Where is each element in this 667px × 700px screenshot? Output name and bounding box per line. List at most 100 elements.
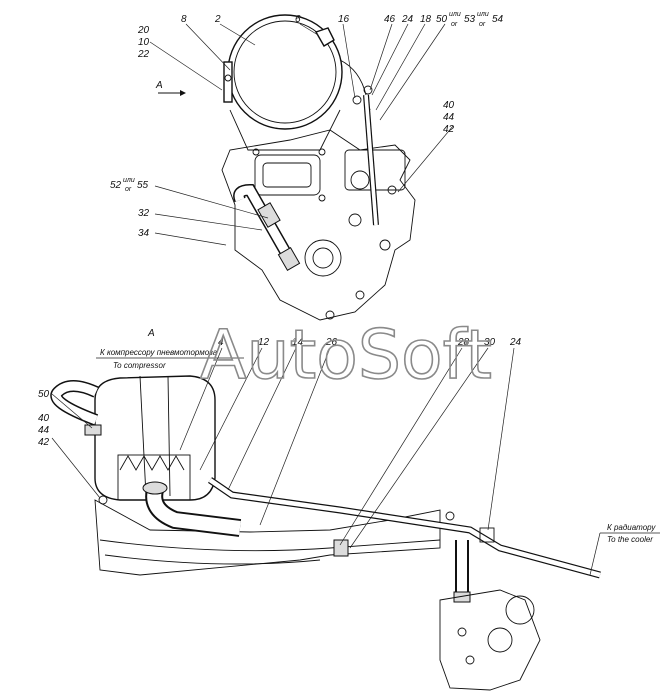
callout-6: 6 [295,14,301,25]
tank-strap [139,375,171,497]
leader-line [154,185,269,219]
callout-42: 42 [38,437,50,448]
leader-line [487,347,515,531]
pump-bolt [457,627,467,637]
callout-22: 22 [137,49,150,60]
hose-clamp [257,202,281,228]
tube-fitting [479,527,495,543]
callout-24: 24 [509,337,522,348]
callout-30: 30 [484,337,496,348]
watermark: AutoSoft [200,316,492,395]
leader-line [349,347,489,549]
flange-bolt [318,194,326,202]
water-pump-housing [439,589,541,691]
filter-cap [314,27,335,47]
callout-44: 44 [443,112,455,123]
leader-line [371,23,409,96]
callout-20: 20 [137,25,150,36]
callout-52: 52 [110,180,122,191]
leader-line [397,125,454,193]
radiator-note-en: To the cooler [607,535,653,544]
leader-line [379,23,446,121]
alt-or: or [451,21,458,28]
leader-line [179,347,223,451]
callout-54: 54 [492,14,504,25]
manifold-port [262,162,312,188]
callout-50: 50 [38,389,50,400]
callout-44: 44 [38,425,50,436]
pipe-fitting [363,85,373,95]
leader-line [185,23,231,71]
callout-42: 42 [443,124,455,135]
callout-2: 2 [214,14,221,25]
alt-or: or [479,21,486,28]
alt-ili: или [477,11,489,18]
elbow-flange [142,481,168,495]
callout-12: 12 [258,337,270,348]
gear-cover-inner [312,247,334,269]
callout-4: 4 [218,337,224,348]
mount-boss [348,213,362,227]
leader-line [154,232,227,246]
callout-40: 40 [38,413,50,424]
compressor-note-ru: К компрессору пневмотормоза [100,348,218,357]
hose-clamp [277,247,301,271]
radiator-note-ru: К радиатору [607,523,656,532]
leader-line [299,23,319,36]
fitting-bolt [445,511,455,521]
engine-housing [221,129,416,321]
callout-53: 53 [464,14,476,25]
callout-28: 28 [457,337,470,348]
flange-bolt [252,148,260,156]
alt-ili: или [449,11,461,18]
manifold-rib [99,539,441,552]
leader-line [199,347,263,471]
leader-line [149,41,223,91]
hose-ribs [119,455,185,471]
callout-26: 26 [325,337,338,348]
pump-bolt [465,655,475,665]
side-view: A К компрессору пневмотормоза To compres… [38,328,660,691]
mount-boss [325,310,335,320]
compressor-note-en: To compressor [113,361,166,370]
callout-16: 16 [338,14,350,25]
leader-line [369,23,393,91]
pump-outlet [505,595,535,625]
leader-line [51,393,93,429]
pump-boss [487,627,513,653]
left-clamp [223,61,233,103]
callout-14: 14 [292,337,304,348]
hose-clamp [453,591,471,603]
pump-shaft [350,170,370,190]
leader-line [589,532,601,576]
view-arrow-head [180,90,186,96]
view-marker: A [155,80,163,91]
pipe-fitting [352,95,362,105]
clamp-bolt [224,74,232,82]
mount-boss [355,290,365,300]
leader-line [154,213,263,231]
manifold-flange [254,154,321,196]
callout-40: 40 [443,100,455,111]
leader-line [219,23,256,46]
leader-line [51,437,101,499]
callout-50: 50 [436,14,448,25]
callout-55: 55 [137,180,149,191]
callout-10: 10 [138,37,150,48]
top-view: A 20 10 22 8 2 6 16 46 24 18 50 или or 5… [110,11,504,321]
view-title: A [147,328,155,339]
alt-or: or [125,186,132,193]
mount-bolt [98,495,108,505]
flange-bolt [318,148,326,156]
pipe-fitting [387,185,397,195]
right-strap [339,59,371,111]
leader-line [375,23,426,111]
mount-boss [379,239,391,251]
leader-line [259,347,331,526]
manifold-rib [104,554,321,565]
separator-tank [94,375,216,501]
hose-clamp [84,424,102,436]
callout-8: 8 [181,14,187,25]
